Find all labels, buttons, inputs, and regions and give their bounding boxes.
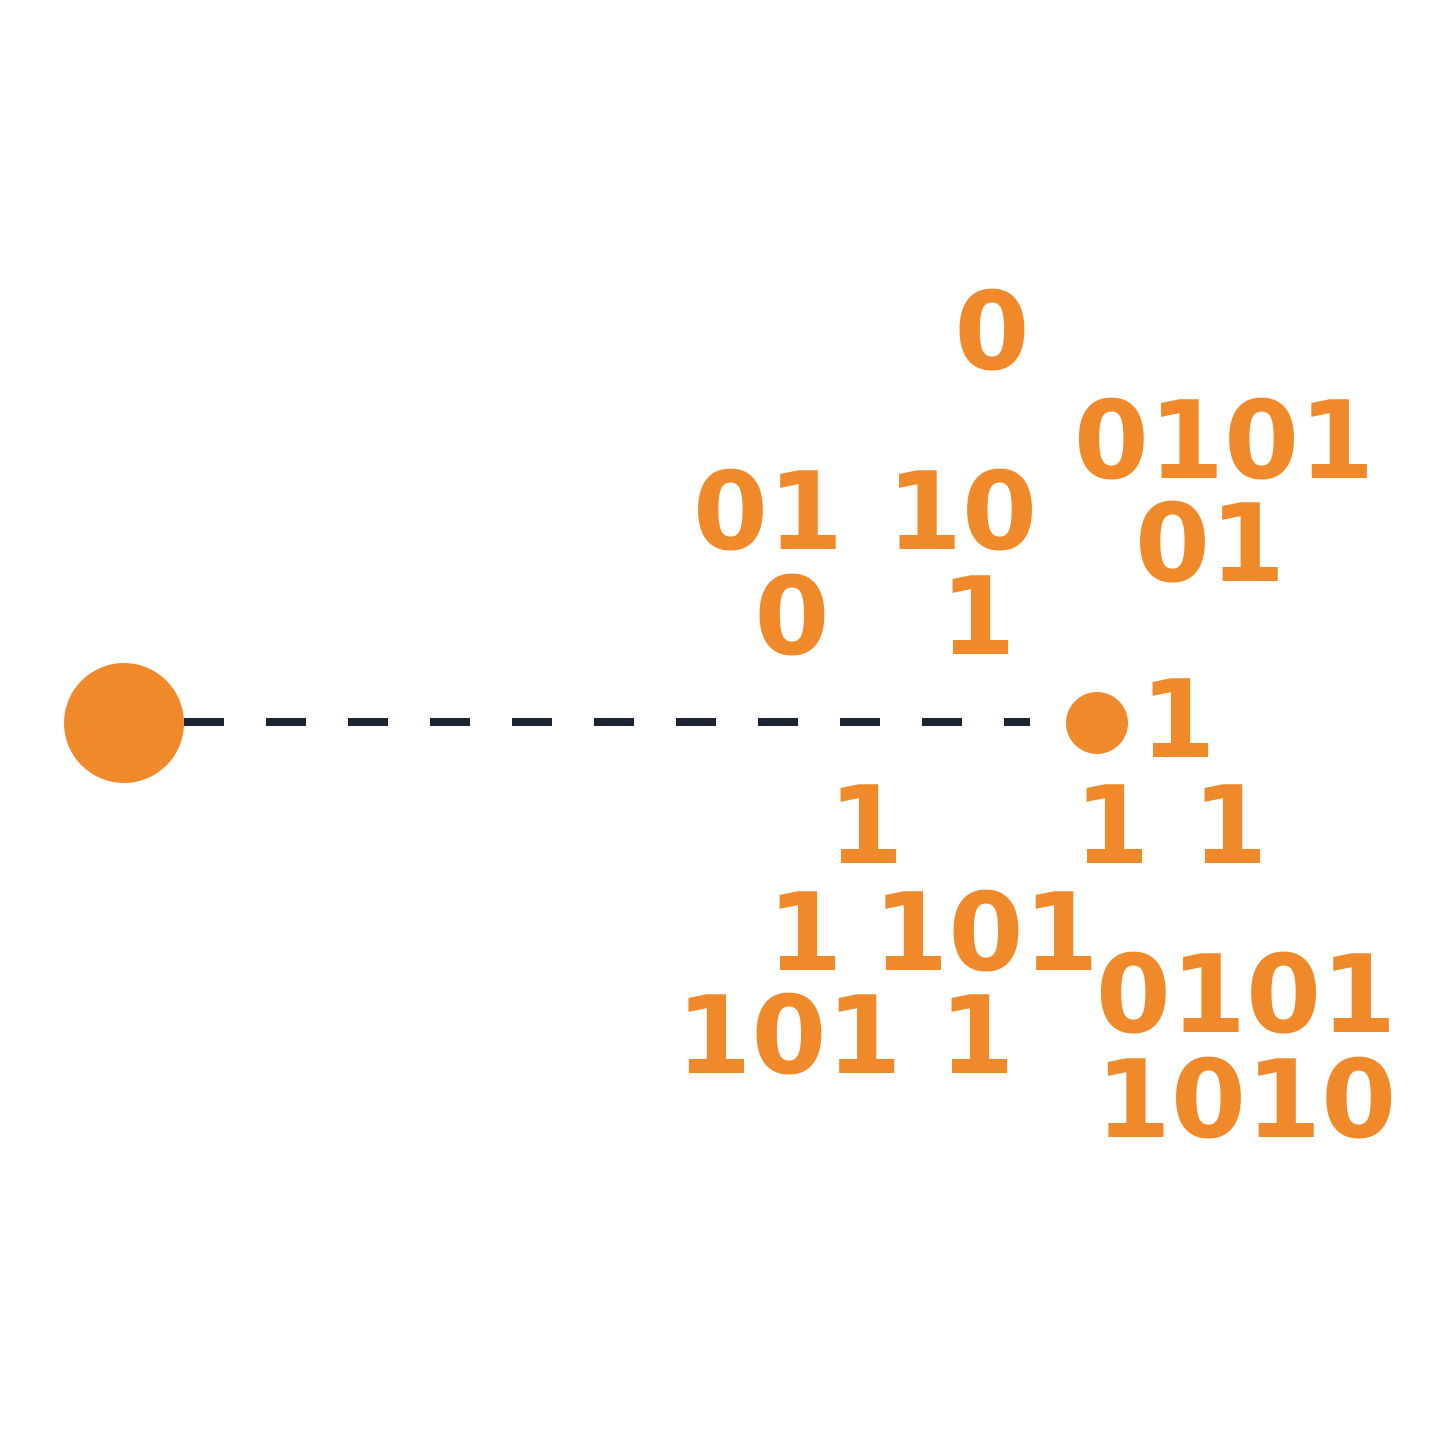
binary-digits: 0 0101 01 10 01 0 1 1 1 1 1 1 101 0101 1… <box>676 270 1396 1163</box>
binary-digit: 1 <box>767 871 842 996</box>
binary-digit: 01 <box>693 450 843 575</box>
binary-digit: 10 <box>887 450 1037 575</box>
binary-digit: 101 <box>676 974 901 1099</box>
binary-digit: 101 <box>873 871 1098 996</box>
binary-digit: 1 <box>1140 658 1215 783</box>
binary-digit: 0 <box>754 555 829 680</box>
origin-dot <box>64 663 184 783</box>
binary-digit: 1 <box>1074 764 1149 889</box>
binary-digit: 1 <box>939 974 1014 1099</box>
binary-digit: 0101 <box>1074 379 1375 504</box>
binary-digit: 1 <box>940 555 1015 680</box>
binary-digit: 0 <box>954 270 1029 395</box>
binary-digit: 1010 <box>1096 1038 1397 1163</box>
binary-digit: 1 <box>1192 764 1267 889</box>
endpoint-dot <box>1066 692 1128 754</box>
binary-digit: 01 <box>1135 482 1285 607</box>
binary-digit: 0101 <box>1096 933 1397 1058</box>
binary-digit: 1 <box>828 764 903 889</box>
